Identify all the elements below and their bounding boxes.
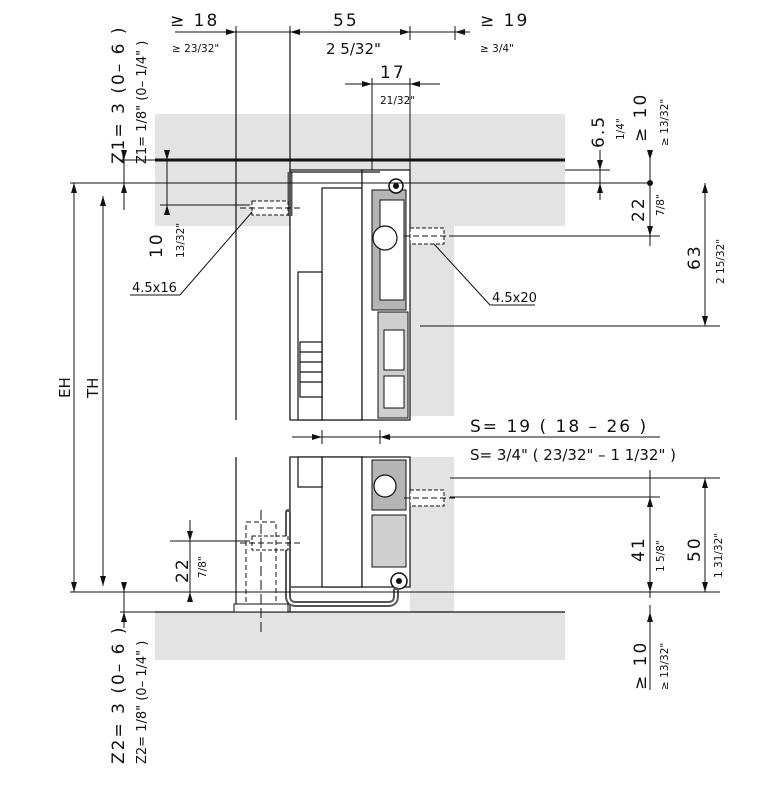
dim-right-63-mm: 63 (685, 244, 705, 270)
lower-hinge-bolt (245, 510, 277, 636)
dim-top-right-mm: ≥ 19 (480, 11, 529, 31)
dim-right-41-mm: 41 (629, 536, 649, 562)
dim-top-mid-mm: 55 (333, 11, 359, 31)
z2-mm: Z2= 3 (0– 6 ) (109, 625, 129, 764)
dim-right-ge10-top-inch: ≥ 13/32" (659, 99, 671, 146)
dim-eh: EH (56, 377, 74, 398)
dim-left-22-inch: 7/8" (197, 556, 209, 578)
screw-upper-left (240, 200, 302, 216)
dim-17-inch: 21/32" (380, 95, 415, 107)
dim-top-right-inch: ≥ 3/4" (480, 43, 514, 55)
screw-lower-right (404, 489, 456, 507)
dim-right-41-inch: 1 5/8" (655, 540, 667, 572)
dim-s-mm: S= 19 ( 18 – 26 ) (470, 417, 648, 437)
dim-left-22-mm: 22 (173, 557, 193, 583)
z1-mm: Z1= 3 (0– 6 ) (109, 25, 129, 164)
right-side-panel-lower (410, 457, 454, 617)
right-side-panel-upper (410, 183, 454, 416)
dim-left-10-mm: 10 (147, 232, 167, 258)
dim-left-10-inch: 13/32" (175, 223, 187, 258)
dim-right-ge10-bot-inch: ≥ 13/32" (659, 643, 671, 690)
dim-right-63-inch: 2 15/32" (715, 239, 727, 284)
dim-th: TH (84, 378, 102, 399)
dim-top-left-inch: ≥ 23/32" (172, 43, 219, 55)
bottom-cabinet-band (155, 612, 565, 660)
dim-right-22-inch: 7/8" (655, 194, 667, 216)
z2-inch: Z2= 1/8" (0– 1/4" ) (135, 641, 150, 764)
dim-top-left-mm: ≥ 18 (170, 11, 219, 31)
runner-profile (361, 169, 411, 590)
screw-upper-right (404, 227, 456, 245)
dim-top-mid-inch: 2 5/32" (326, 40, 381, 58)
dim-right-22-mm: 22 (629, 196, 649, 222)
dim-s-inch: S= 3/4" ( 23/32" – 1 1/32" ) (470, 446, 676, 464)
dim-right-50-mm: 50 (685, 536, 705, 562)
dim-right-65-inch: 1/4" (615, 118, 627, 140)
dim-right-ge10-bot-mm: ≥ 10 (631, 641, 651, 690)
dim-right-50-inch: 1 31/32" (713, 533, 725, 578)
screw-label-right: 4.5x20 (492, 291, 537, 306)
dim-17-mm: 17 (380, 63, 406, 83)
dim-right-ge10-top-mm: ≥ 10 (631, 93, 651, 142)
z1-inch: Z1= 1/8" (0– 1/4" ) (135, 41, 150, 164)
arrowheads (71, 29, 708, 622)
screw-label-left: 4.5x16 (132, 281, 177, 296)
dim-right-65-mm: 6.5 (589, 115, 609, 148)
